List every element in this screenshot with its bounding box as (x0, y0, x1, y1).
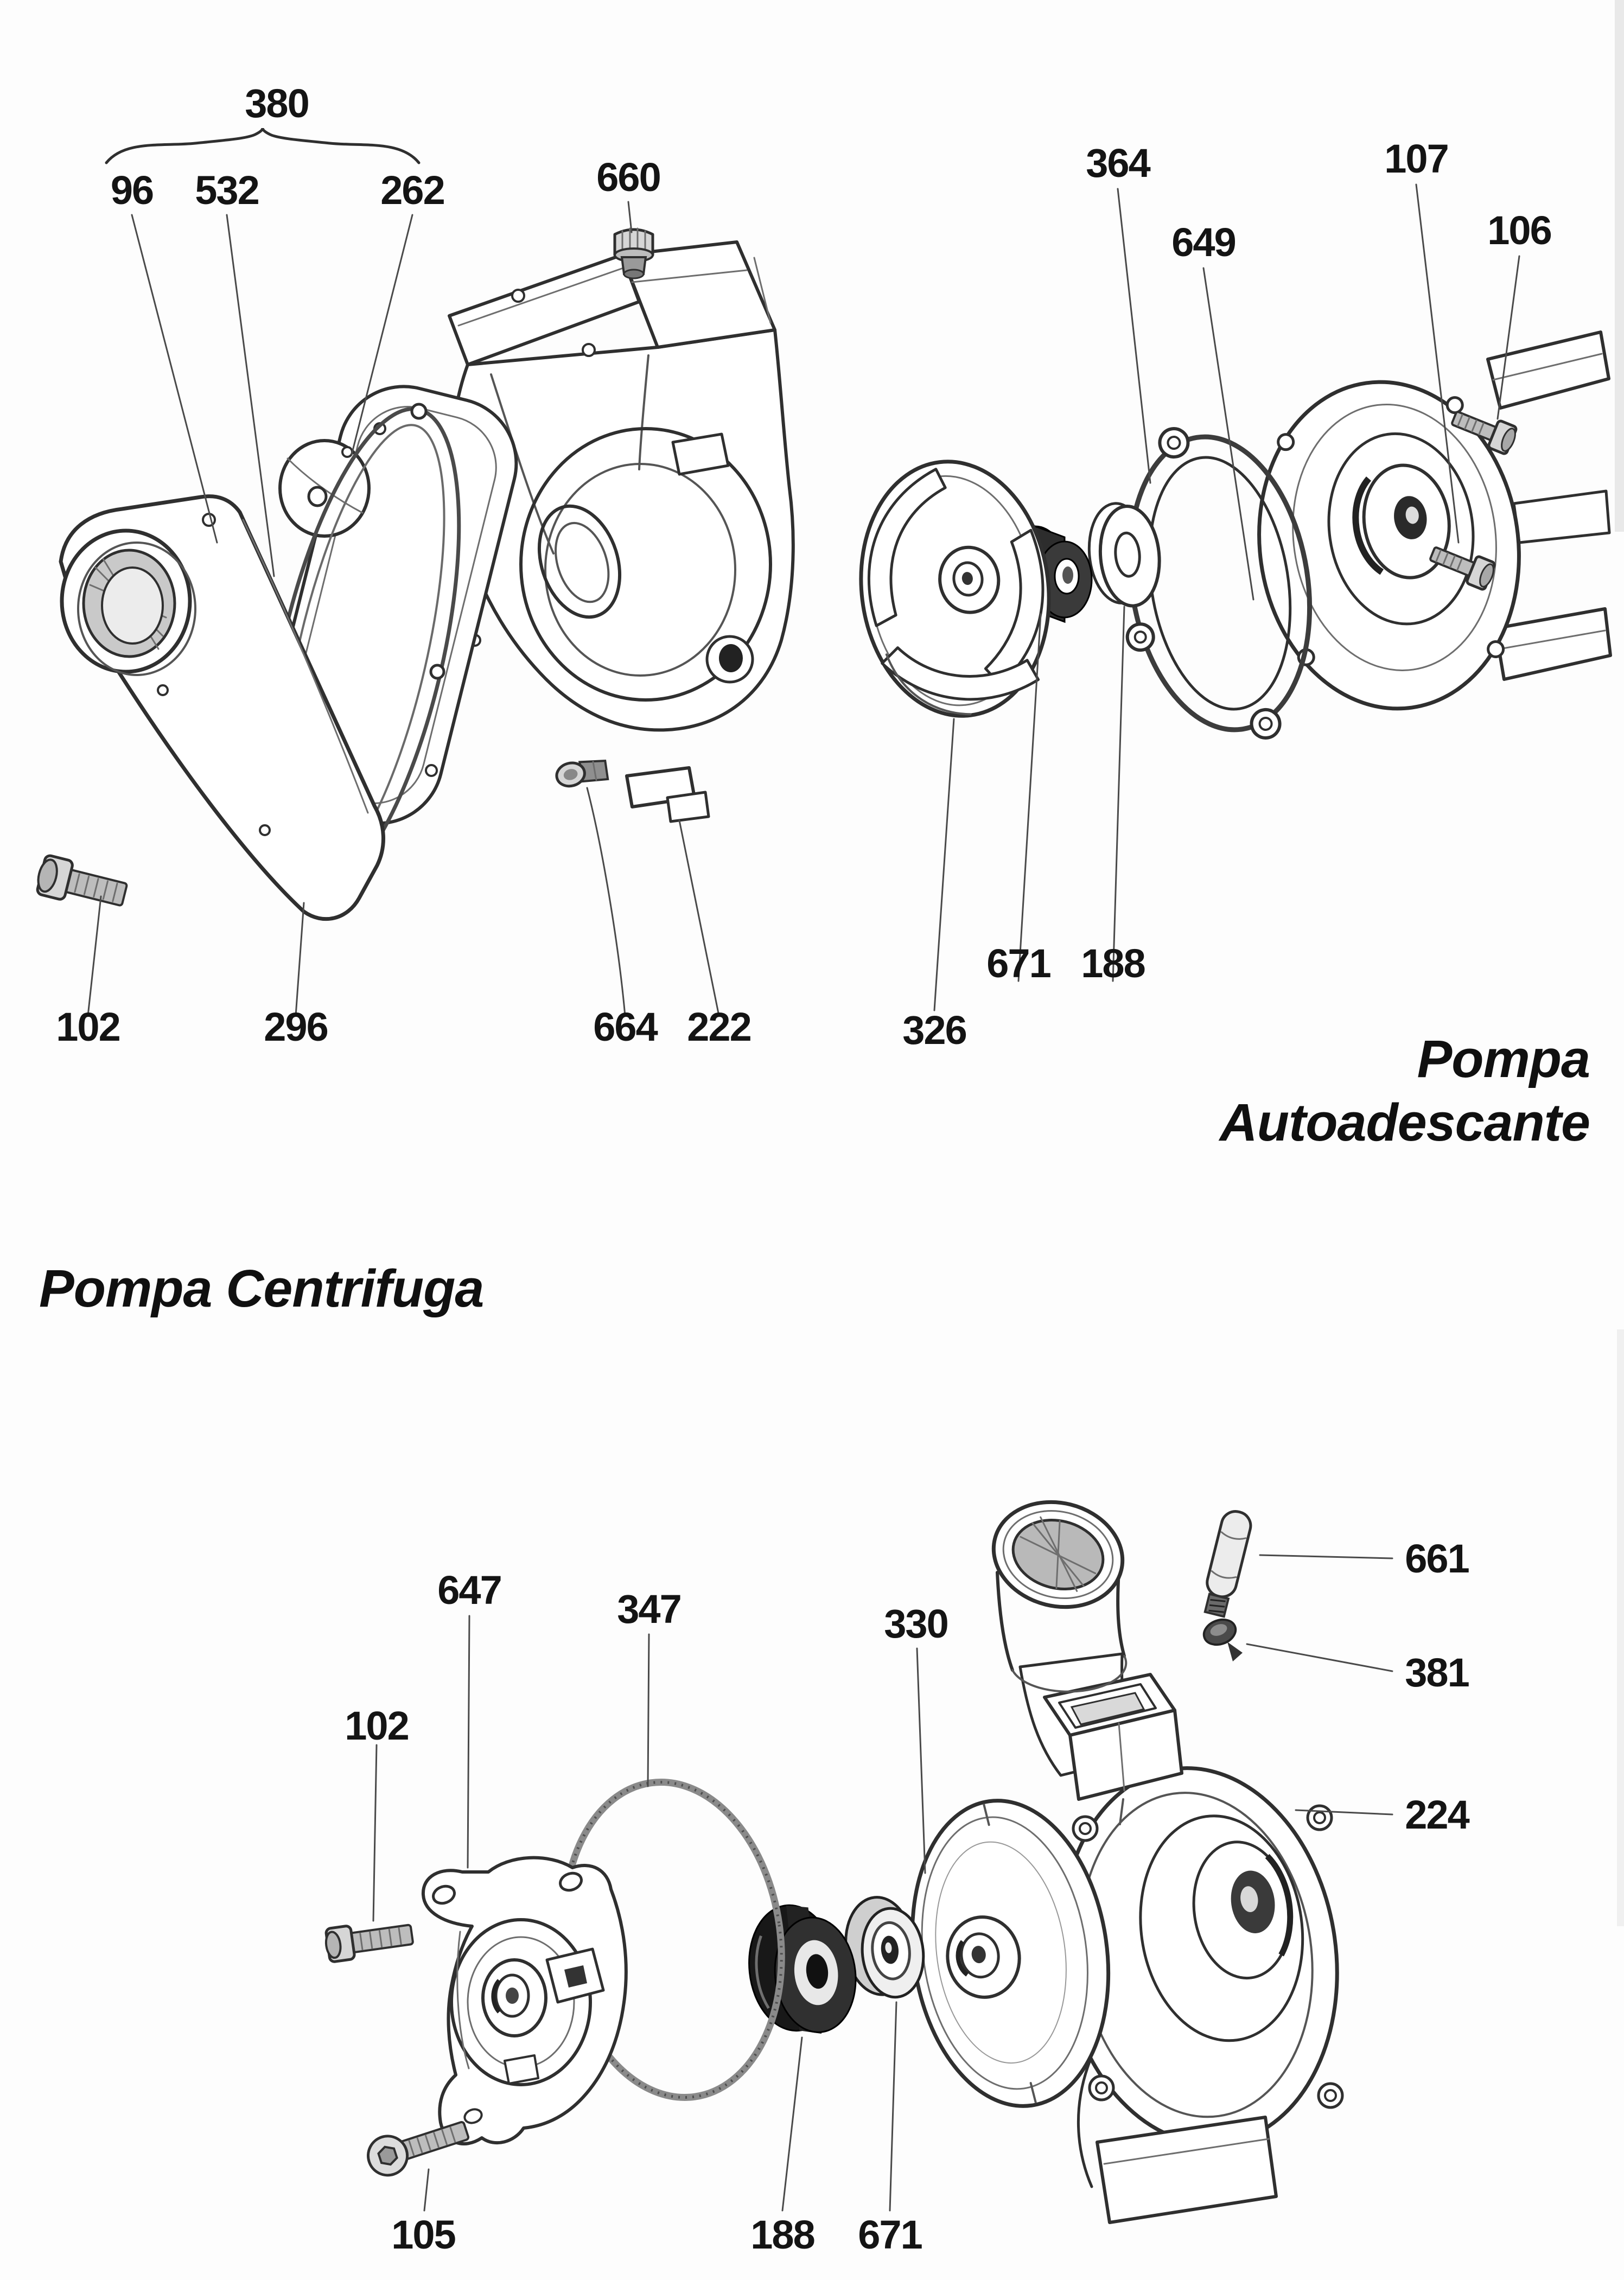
label-102-bottom: 102 (345, 1703, 408, 1748)
scan-edge-bottom (1617, 1329, 1624, 1926)
plug-664 (555, 760, 609, 788)
part-labels-top: 380 96 532 262 660 364 649 107 106 102 2… (56, 81, 1552, 1053)
bolt-102 (36, 854, 128, 907)
label-661: 661 (1405, 1536, 1469, 1581)
label-647: 647 (437, 1568, 501, 1613)
leader-lines-bottom (372, 1554, 1393, 2212)
part-labels-bottom: 102 647 347 330 661 381 224 105 188 671 (345, 1536, 1470, 2257)
housing-top-box (620, 240, 776, 349)
screw-105 (367, 2121, 470, 2177)
housing-top-flange (448, 253, 641, 366)
body-foot (1096, 2116, 1278, 2224)
disc-262 (278, 439, 371, 538)
caption-autoadescante-line1: Pompa (1417, 1029, 1590, 1088)
bearing-671 (844, 1896, 925, 1999)
label-262: 262 (380, 168, 444, 213)
bolt-107 (1429, 546, 1496, 591)
caption-autoadescante-line2: Autoadescante (1219, 1093, 1590, 1152)
label-381: 381 (1405, 1650, 1469, 1695)
pump-body-224 (991, 1500, 1344, 2224)
label-296: 296 (264, 1004, 327, 1049)
front-cover (59, 494, 385, 921)
pompa-centrifuga-diagram: 102 647 347 330 661 381 224 105 188 671 (324, 1500, 1471, 2257)
label-649: 649 (1171, 220, 1235, 265)
plug-660 (613, 227, 654, 279)
gasket-364 (1125, 427, 1313, 740)
housing-clip-tab (671, 432, 730, 476)
junction-box-front (1068, 1709, 1183, 1801)
label-330: 330 (884, 1601, 947, 1646)
seal-188 (748, 1904, 857, 2034)
label-222: 222 (687, 1004, 750, 1049)
rear-bracket-arms (1486, 330, 1612, 681)
body-threaded-port (991, 1500, 1128, 1693)
pompa-autoadescante-diagram: 380 96 532 262 660 364 649 107 106 102 2… (36, 81, 1612, 1152)
label-660: 660 (596, 155, 660, 200)
label-188-top: 188 (1081, 941, 1144, 986)
label-364: 364 (1086, 141, 1150, 186)
label-671-bottom: 671 (858, 2212, 922, 2257)
cover-647 (421, 1856, 628, 2145)
housing-scroll (519, 427, 772, 702)
leader-lines-top (87, 183, 1520, 1017)
washer-188 (1087, 502, 1161, 608)
label-188-bottom: 188 (750, 2212, 814, 2257)
scan-edge-top (1615, 0, 1624, 532)
impeller-330 (910, 1799, 1111, 2108)
label-102-top: 102 (56, 1004, 119, 1049)
brace-380 (105, 128, 421, 164)
plug-381 (1202, 1618, 1243, 1661)
title-pompa-centrifuga: Pompa Centrifuga (39, 1259, 483, 1318)
label-224: 224 (1405, 1792, 1469, 1837)
housing-222 (448, 240, 795, 823)
label-105: 105 (391, 2212, 455, 2257)
label-106: 106 (1487, 208, 1551, 253)
vent-screw-661 (1203, 1510, 1252, 1618)
label-380: 380 (245, 81, 308, 126)
label-96: 96 (111, 168, 153, 213)
label-664: 664 (593, 1004, 658, 1049)
impeller-326 (859, 460, 1051, 718)
label-671-top: 671 (986, 941, 1050, 986)
label-107: 107 (1384, 136, 1448, 181)
label-326: 326 (902, 1008, 966, 1053)
bolt-102-bottom (324, 1924, 414, 1963)
rear-bracket-649 (1257, 380, 1521, 711)
label-347: 347 (617, 1587, 680, 1632)
cover-port-threads (82, 549, 176, 658)
label-532: 532 (195, 168, 258, 213)
bolt-106 (1451, 411, 1518, 455)
